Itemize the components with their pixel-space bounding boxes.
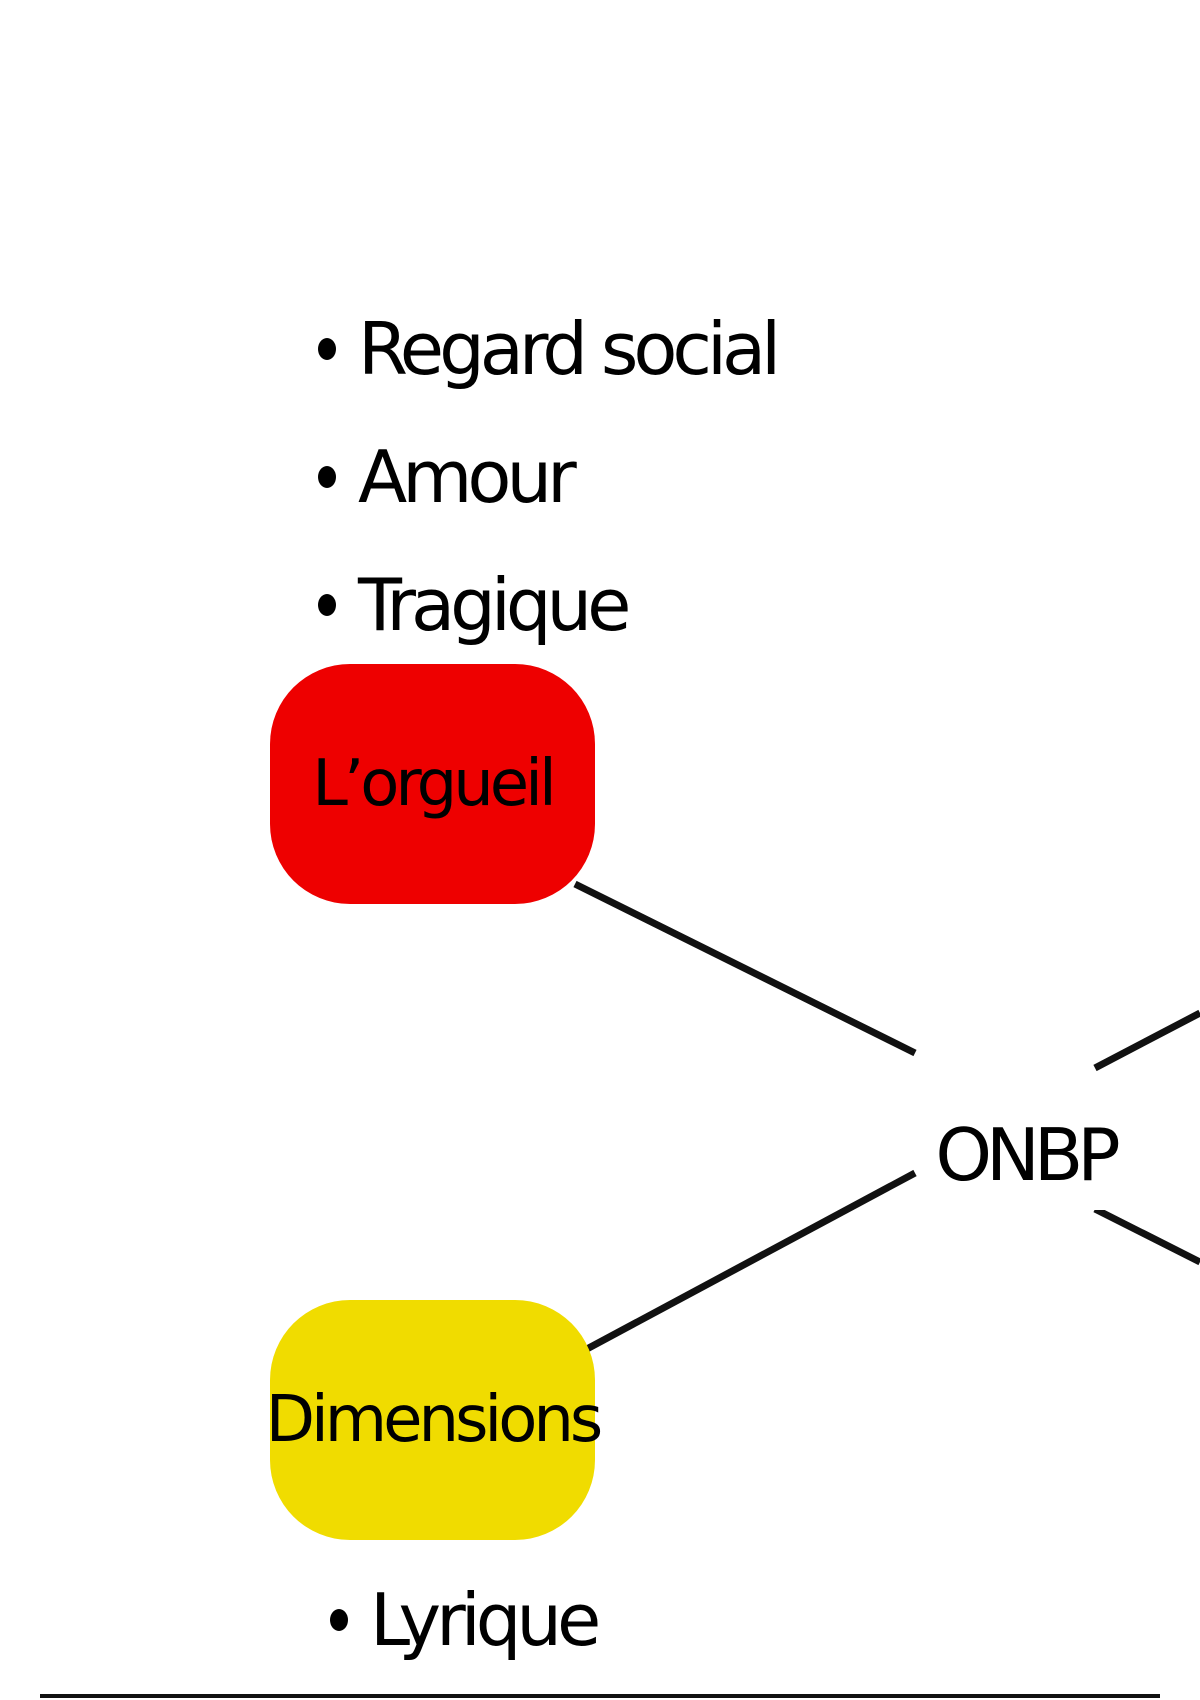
- connector-dimensions-to-center: [583, 1169, 917, 1354]
- node-label: L’orgueil: [312, 747, 556, 821]
- bottom-divider: [40, 1694, 1160, 1698]
- bullet-icon: [330, 1609, 348, 1631]
- connector-center-to-upper-right: [1093, 1009, 1200, 1072]
- bullet-item: Lyrique: [330, 1556, 601, 1684]
- connector-orgueil-to-center: [573, 880, 917, 1057]
- center-node: ONBP: [930, 1100, 1121, 1210]
- bullet-text: Lyrique: [370, 1578, 601, 1662]
- bullet-text: Amour: [358, 435, 577, 519]
- bullet-text: Tragique: [358, 563, 631, 647]
- node-label: Dimensions: [265, 1383, 604, 1457]
- dimensions-bullet-list: Lyrique: [330, 1556, 601, 1684]
- orgueil-bullet-list: Regard social Amour Tragique: [318, 285, 781, 669]
- node-dimensions: Dimensions: [266, 1300, 603, 1540]
- connector-center-to-lower-right: [1093, 1205, 1200, 1266]
- node-orgueil: L’orgueil: [270, 664, 595, 904]
- bullet-item: Amour: [318, 413, 776, 541]
- bullet-icon: [318, 594, 336, 616]
- center-node-label: ONBP: [935, 1113, 1120, 1197]
- bullet-text: Regard social: [358, 307, 781, 391]
- bullet-item: Regard social: [318, 285, 781, 413]
- bullet-item: Tragique: [318, 541, 776, 669]
- bullet-icon: [318, 338, 336, 360]
- bullet-icon: [318, 466, 336, 488]
